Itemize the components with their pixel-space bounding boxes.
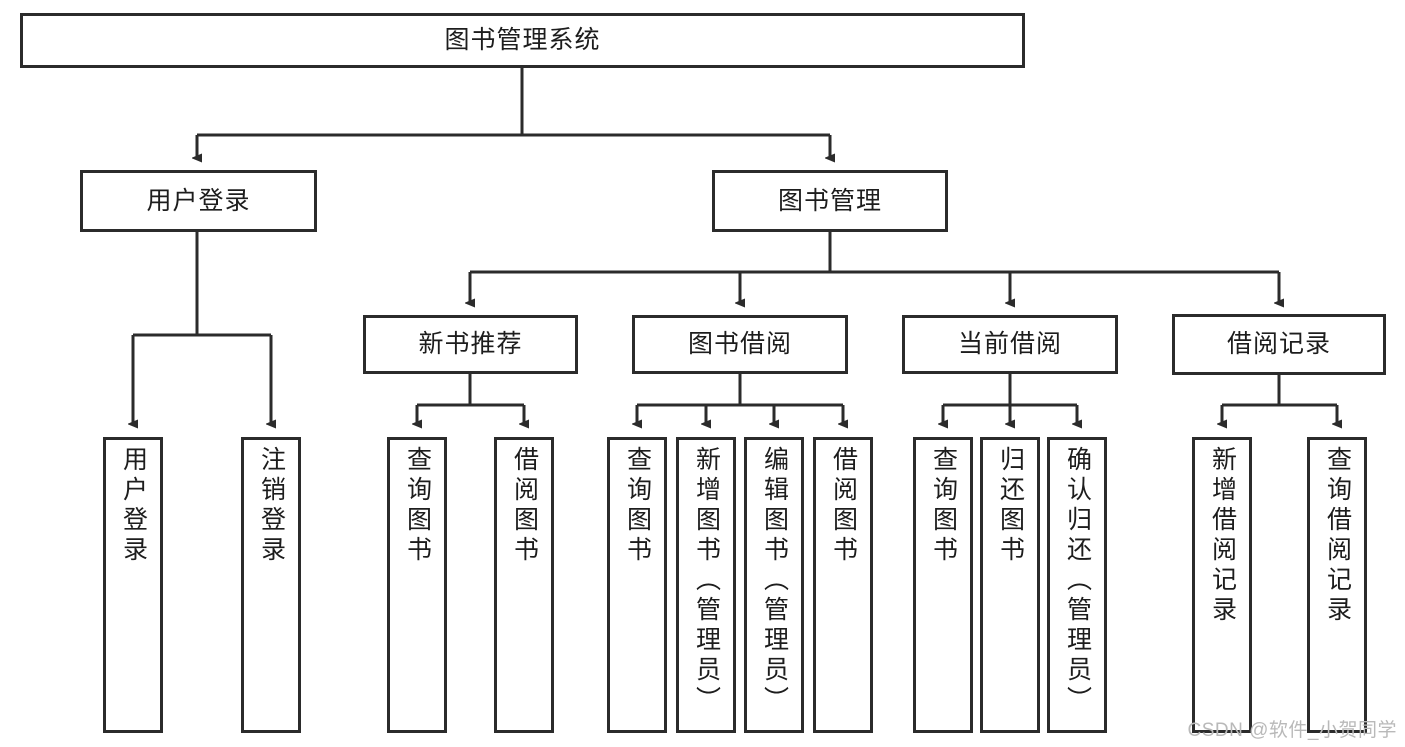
node-user-login[interactable]: 用户登录	[80, 170, 317, 232]
node-book-borrow[interactable]: 图书借阅	[632, 315, 848, 374]
node-book-management[interactable]: 图书管理	[712, 170, 948, 232]
leaf-records-add-record[interactable]: 新增借阅记录	[1192, 437, 1252, 733]
node-label: 查询图书	[929, 446, 958, 566]
node-root-system[interactable]: 图书管理系统	[20, 13, 1025, 68]
node-label: 注销登录	[257, 446, 286, 566]
node-label: 借阅图书	[510, 446, 539, 566]
node-label: 当前借阅	[957, 330, 1062, 359]
leaf-user-login-logout[interactable]: 注销登录	[241, 437, 301, 733]
node-label: 图书管理	[777, 186, 882, 215]
leaf-current-query-book[interactable]: 查询图书	[913, 437, 973, 733]
leaf-records-query-record[interactable]: 查询借阅记录	[1307, 437, 1367, 733]
leaf-recommend-borrow-book[interactable]: 借阅图书	[494, 437, 554, 733]
node-label: 借阅图书	[829, 446, 858, 566]
leaf-borrow-borrow-book[interactable]: 借阅图书	[813, 437, 873, 733]
leaf-user-login-login[interactable]: 用户登录	[103, 437, 163, 733]
node-label: 新增图书（管理员）	[692, 446, 721, 716]
leaf-current-return-book[interactable]: 归还图书	[980, 437, 1040, 733]
node-label: 图书管理系统	[444, 26, 601, 55]
node-label: 查询图书	[403, 446, 432, 566]
leaf-borrow-query-book[interactable]: 查询图书	[607, 437, 667, 733]
leaf-recommend-query-book[interactable]: 查询图书	[387, 437, 447, 733]
node-label: 确认归还（管理员）	[1063, 446, 1092, 716]
node-label: 归还图书	[996, 446, 1025, 566]
node-label: 用户登录	[146, 186, 251, 215]
node-label: 用户登录	[119, 446, 148, 566]
node-label: 查询图书	[623, 446, 652, 566]
node-label: 新增借阅记录	[1208, 446, 1237, 626]
leaf-current-confirm-return-admin[interactable]: 确认归还（管理员）	[1047, 437, 1107, 733]
node-label: 编辑图书（管理员）	[760, 446, 789, 716]
leaf-borrow-edit-book-admin[interactable]: 编辑图书（管理员）	[744, 437, 804, 733]
node-label: 新书推荐	[418, 330, 523, 359]
leaf-borrow-add-book-admin[interactable]: 新增图书（管理员）	[676, 437, 736, 733]
node-label: 借阅记录	[1226, 330, 1331, 359]
node-borrow-records[interactable]: 借阅记录	[1172, 314, 1386, 375]
node-label: 查询借阅记录	[1323, 446, 1352, 626]
node-current-borrow[interactable]: 当前借阅	[902, 315, 1118, 374]
node-label: 图书借阅	[687, 330, 792, 359]
node-new-book-recommend[interactable]: 新书推荐	[363, 315, 578, 374]
